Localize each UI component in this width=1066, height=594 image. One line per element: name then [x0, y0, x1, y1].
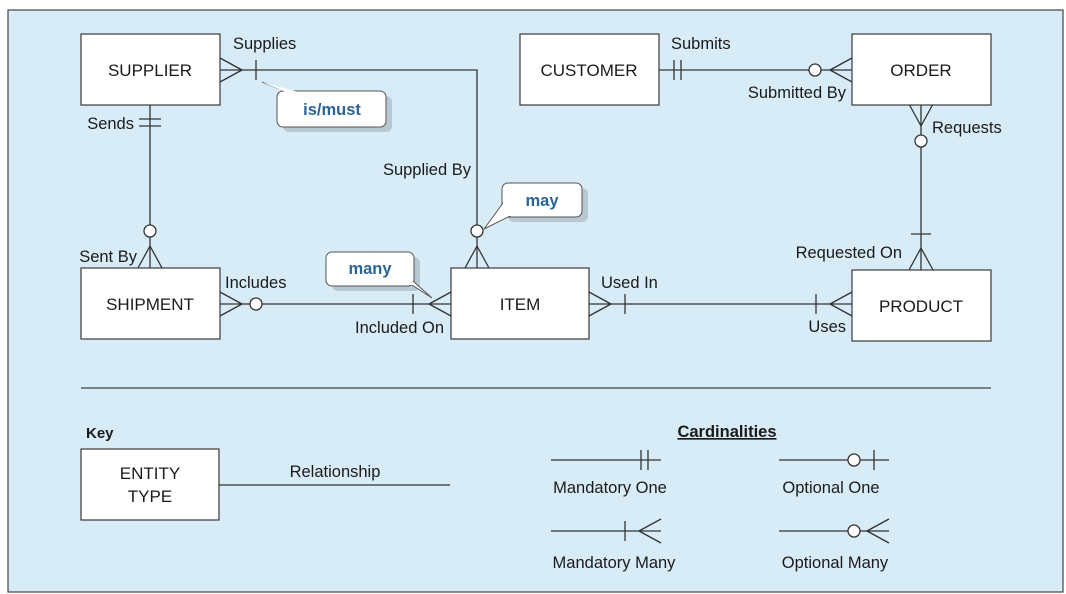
- optional-one-circle: [847, 453, 861, 467]
- callout-is-must: is/must: [261, 81, 392, 132]
- callout-many: many: [325, 251, 433, 299]
- entity-supplier-label: SUPPLIER: [108, 61, 192, 80]
- label-included-on: Included On: [355, 319, 444, 337]
- key-relationship-label: Relationship: [290, 463, 381, 481]
- label-submits: Submits: [671, 35, 731, 53]
- optional-one-label: Optional One: [782, 479, 879, 497]
- shipment-optional-circle: [143, 224, 157, 238]
- product-requested-on-symbol: [908, 233, 934, 271]
- callout-is-must-text: is/must: [303, 101, 361, 119]
- item-mandatory-many-symbol: [412, 291, 452, 317]
- entity-customer: CUSTOMER: [519, 33, 660, 106]
- label-used-in: Used In: [601, 274, 658, 292]
- optional-one-symbol: [779, 450, 889, 470]
- label-includes: Includes: [225, 274, 286, 292]
- callout-many-text: many: [348, 260, 392, 278]
- label-supplies: Supplies: [233, 35, 296, 53]
- supplier-many-symbol: [219, 57, 257, 83]
- entity-item: ITEM: [450, 267, 590, 340]
- shipment-includes-circle: [249, 297, 263, 311]
- mandatory-one-symbol: [551, 450, 661, 470]
- label-supplied-by: Supplied By: [383, 161, 472, 179]
- optional-many-circle: [847, 524, 861, 538]
- supplies-line: [220, 69, 478, 268]
- supplier-mandatory-one-symbol: [139, 118, 161, 127]
- item-optional-many-symbol: [464, 245, 490, 269]
- entity-shipment: SHIPMENT: [80, 267, 221, 340]
- callout-may: may: [483, 182, 588, 230]
- order-requests-symbol: [908, 103, 934, 127]
- label-submitted-by: Submitted By: [748, 84, 847, 102]
- item-used-in-symbol: [588, 291, 626, 317]
- label-sent-by: Sent By: [79, 248, 138, 266]
- entity-item-label: ITEM: [500, 295, 541, 314]
- order-optional-many-symbol: [829, 57, 853, 83]
- mandatory-one-label: Mandatory One: [553, 479, 667, 497]
- label-uses: Uses: [808, 318, 846, 336]
- label-requested-on: Requested On: [796, 244, 902, 262]
- key-entity-line2: TYPE: [128, 487, 172, 506]
- order-optional-circle: [808, 63, 822, 77]
- entity-order: ORDER: [851, 33, 992, 106]
- label-sends: Sends: [87, 115, 134, 133]
- entity-product-label: PRODUCT: [879, 297, 963, 316]
- key-title: Key: [86, 425, 114, 442]
- product-uses-symbol: [815, 291, 853, 317]
- key-entity-type: ENTITY TYPE: [80, 448, 220, 521]
- optional-many-label: Optional Many: [782, 554, 889, 572]
- cardinalities-title: Cardinalities: [677, 423, 776, 441]
- order-requests-circle: [914, 134, 928, 148]
- entity-customer-label: CUSTOMER: [541, 61, 638, 80]
- entity-order-label: ORDER: [890, 61, 951, 80]
- callout-may-text: may: [525, 192, 559, 210]
- shipment-optional-many-symbol: [137, 245, 163, 269]
- customer-mandatory-one-symbol: [673, 60, 682, 80]
- key-entity-line1: ENTITY: [120, 464, 180, 483]
- label-requests: Requests: [932, 119, 1002, 137]
- entity-shipment-label: SHIPMENT: [106, 295, 194, 314]
- mandatory-many-label: Mandatory Many: [553, 554, 677, 572]
- mandatory-many-symbol: [551, 518, 662, 544]
- entity-supplier: SUPPLIER: [80, 33, 221, 106]
- item-optional-circle: [470, 224, 484, 238]
- entity-product: PRODUCT: [851, 269, 992, 342]
- optional-many-symbol: [779, 518, 890, 544]
- shipment-many-symbol: [219, 291, 243, 317]
